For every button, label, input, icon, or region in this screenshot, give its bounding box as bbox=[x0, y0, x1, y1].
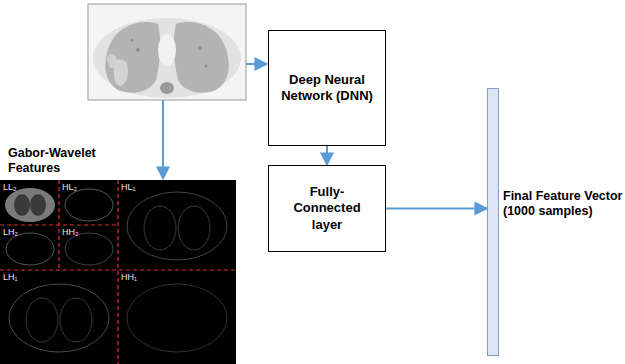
feature-vector-bar: Final Feature Vector (1000 samples) bbox=[487, 88, 499, 356]
box-label: Deep Neural Network (DNN) bbox=[277, 72, 377, 105]
band-label: HH₂ bbox=[62, 227, 79, 237]
band-label: HH₁ bbox=[121, 272, 137, 282]
band-label: HL₂ bbox=[62, 182, 77, 192]
flow-arrow bbox=[386, 208, 487, 210]
flow-arrow bbox=[246, 63, 267, 65]
ct-scan-image bbox=[88, 4, 246, 100]
band-label: HL₁ bbox=[121, 182, 136, 192]
wavelet-panel: Gabor-Wavelet FeaturesLL₂HL₂HL₁LH₂HH₂LH₁… bbox=[0, 180, 236, 364]
flow-arrow bbox=[162, 100, 164, 179]
box-label: Fully-Connected layer bbox=[277, 184, 377, 233]
panel-heading: Gabor-Wavelet Features bbox=[8, 146, 126, 176]
vector-label: Final Feature Vector (1000 samples) bbox=[503, 189, 625, 219]
band-label: LL₂ bbox=[3, 182, 17, 192]
flow-arrow bbox=[326, 146, 328, 165]
process-box: Fully-Connected layer bbox=[268, 165, 386, 252]
wavelet-image bbox=[0, 180, 236, 364]
process-box: Deep Neural Network (DNN) bbox=[268, 30, 386, 146]
band-label: LH₂ bbox=[3, 227, 18, 237]
band-label: LH₁ bbox=[3, 272, 18, 282]
